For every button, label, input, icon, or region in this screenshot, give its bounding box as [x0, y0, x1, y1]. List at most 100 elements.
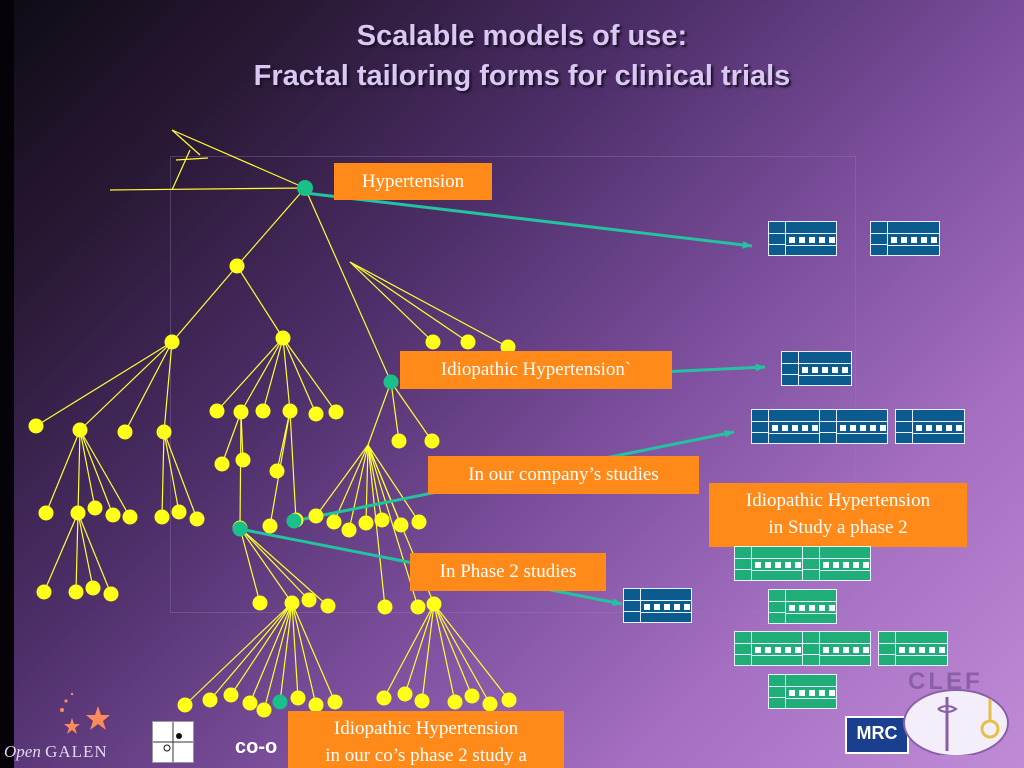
form-field — [799, 689, 805, 696]
tree-node — [393, 517, 409, 533]
tree-node — [189, 511, 205, 527]
form-row — [785, 685, 836, 699]
tree-node — [28, 418, 44, 434]
form-field — [833, 561, 839, 568]
tree-node — [70, 505, 86, 521]
star-logo-icon — [60, 692, 110, 734]
tree-node — [424, 433, 440, 449]
tree-edge — [367, 444, 419, 608]
form-row — [798, 362, 851, 376]
co-text: co-o — [235, 736, 278, 758]
diagram-frame — [170, 156, 856, 613]
form-field — [755, 561, 761, 568]
form-green — [734, 631, 804, 666]
form-field — [916, 424, 922, 431]
tree-node — [177, 697, 193, 713]
tree-edge — [282, 337, 317, 415]
form-header — [782, 352, 799, 385]
form-row — [640, 599, 691, 613]
mrc-logo: MRC — [845, 716, 909, 754]
tree-node — [426, 596, 442, 612]
form-field — [843, 561, 849, 568]
tree-edge — [304, 187, 392, 383]
form-header — [871, 222, 888, 255]
tree-node — [235, 452, 251, 468]
tree-node — [156, 424, 172, 440]
form-row — [751, 642, 803, 656]
tree-edge — [367, 444, 383, 521]
form-field — [829, 236, 835, 243]
form-field — [802, 366, 808, 373]
form-row — [751, 557, 803, 571]
form-green — [878, 631, 948, 666]
tree-node — [327, 694, 343, 710]
form-row — [819, 642, 870, 656]
tree-edge — [291, 602, 317, 706]
form-field — [919, 646, 925, 653]
label-study-line-1: Idiopathic Hypertension — [745, 490, 931, 511]
tree-edge — [79, 341, 173, 431]
form-field — [911, 236, 917, 243]
form-header — [769, 675, 786, 708]
label-co-phase-2-study-a: Idiopathic Hypertension in our co’s phas… — [288, 711, 564, 768]
tree-node — [501, 692, 517, 708]
tree-edge — [367, 444, 420, 523]
form-blue — [895, 409, 965, 444]
tree-node — [122, 509, 138, 525]
form-field — [833, 646, 839, 653]
tree-node — [214, 456, 230, 472]
form-field — [863, 561, 869, 568]
tree-edge — [239, 527, 261, 604]
bhif-logo — [152, 721, 194, 763]
tree-edge — [239, 411, 242, 529]
tree-edge — [239, 527, 310, 601]
tree-edge — [279, 602, 293, 703]
form-field — [684, 603, 690, 610]
tree-edge — [282, 337, 291, 412]
opengalen-logo: Open GALEN — [4, 742, 108, 762]
tree-edge — [209, 602, 293, 701]
key-node-company — [286, 513, 302, 529]
form-field — [823, 561, 829, 568]
form-field — [772, 424, 778, 431]
tree-node — [171, 504, 187, 520]
form-field — [799, 236, 805, 243]
tree-edge — [221, 411, 242, 465]
form-field — [765, 646, 771, 653]
form-field — [795, 561, 801, 568]
form-header — [735, 632, 752, 665]
form-field — [939, 646, 945, 653]
form-blue — [781, 351, 852, 386]
form-field — [785, 561, 791, 568]
form-field — [891, 236, 897, 243]
form-field — [812, 424, 818, 431]
tree-node — [328, 404, 344, 420]
title-line-1: Scalable models of use: — [356, 20, 688, 52]
clef-logo-icon — [903, 689, 1009, 755]
tree-edge — [291, 602, 299, 699]
form-green — [768, 674, 837, 709]
form-header — [752, 410, 769, 443]
form-field — [789, 604, 795, 611]
tree-edge — [239, 527, 293, 604]
tree-edge — [175, 157, 209, 161]
form-field — [853, 646, 859, 653]
form-field — [789, 236, 795, 243]
form-blue — [870, 221, 940, 256]
tree-edge — [236, 265, 284, 339]
tree-node — [391, 433, 407, 449]
tree-node — [301, 592, 317, 608]
tree-edge — [171, 149, 191, 191]
tree-node — [447, 694, 463, 710]
tree-node — [284, 595, 300, 611]
tree-node — [411, 514, 427, 530]
tree-edge — [433, 603, 510, 701]
tree-edge — [348, 444, 369, 531]
tree-edge — [282, 337, 337, 413]
form-header — [769, 222, 786, 255]
label-idiopathic-hypertension: Idiopathic Hypertension` — [400, 351, 672, 389]
form-field — [832, 366, 838, 373]
form-field — [809, 689, 815, 696]
form-field — [802, 424, 808, 431]
title-line-2: Fractal tailoring forms for clinical tri… — [253, 60, 791, 92]
